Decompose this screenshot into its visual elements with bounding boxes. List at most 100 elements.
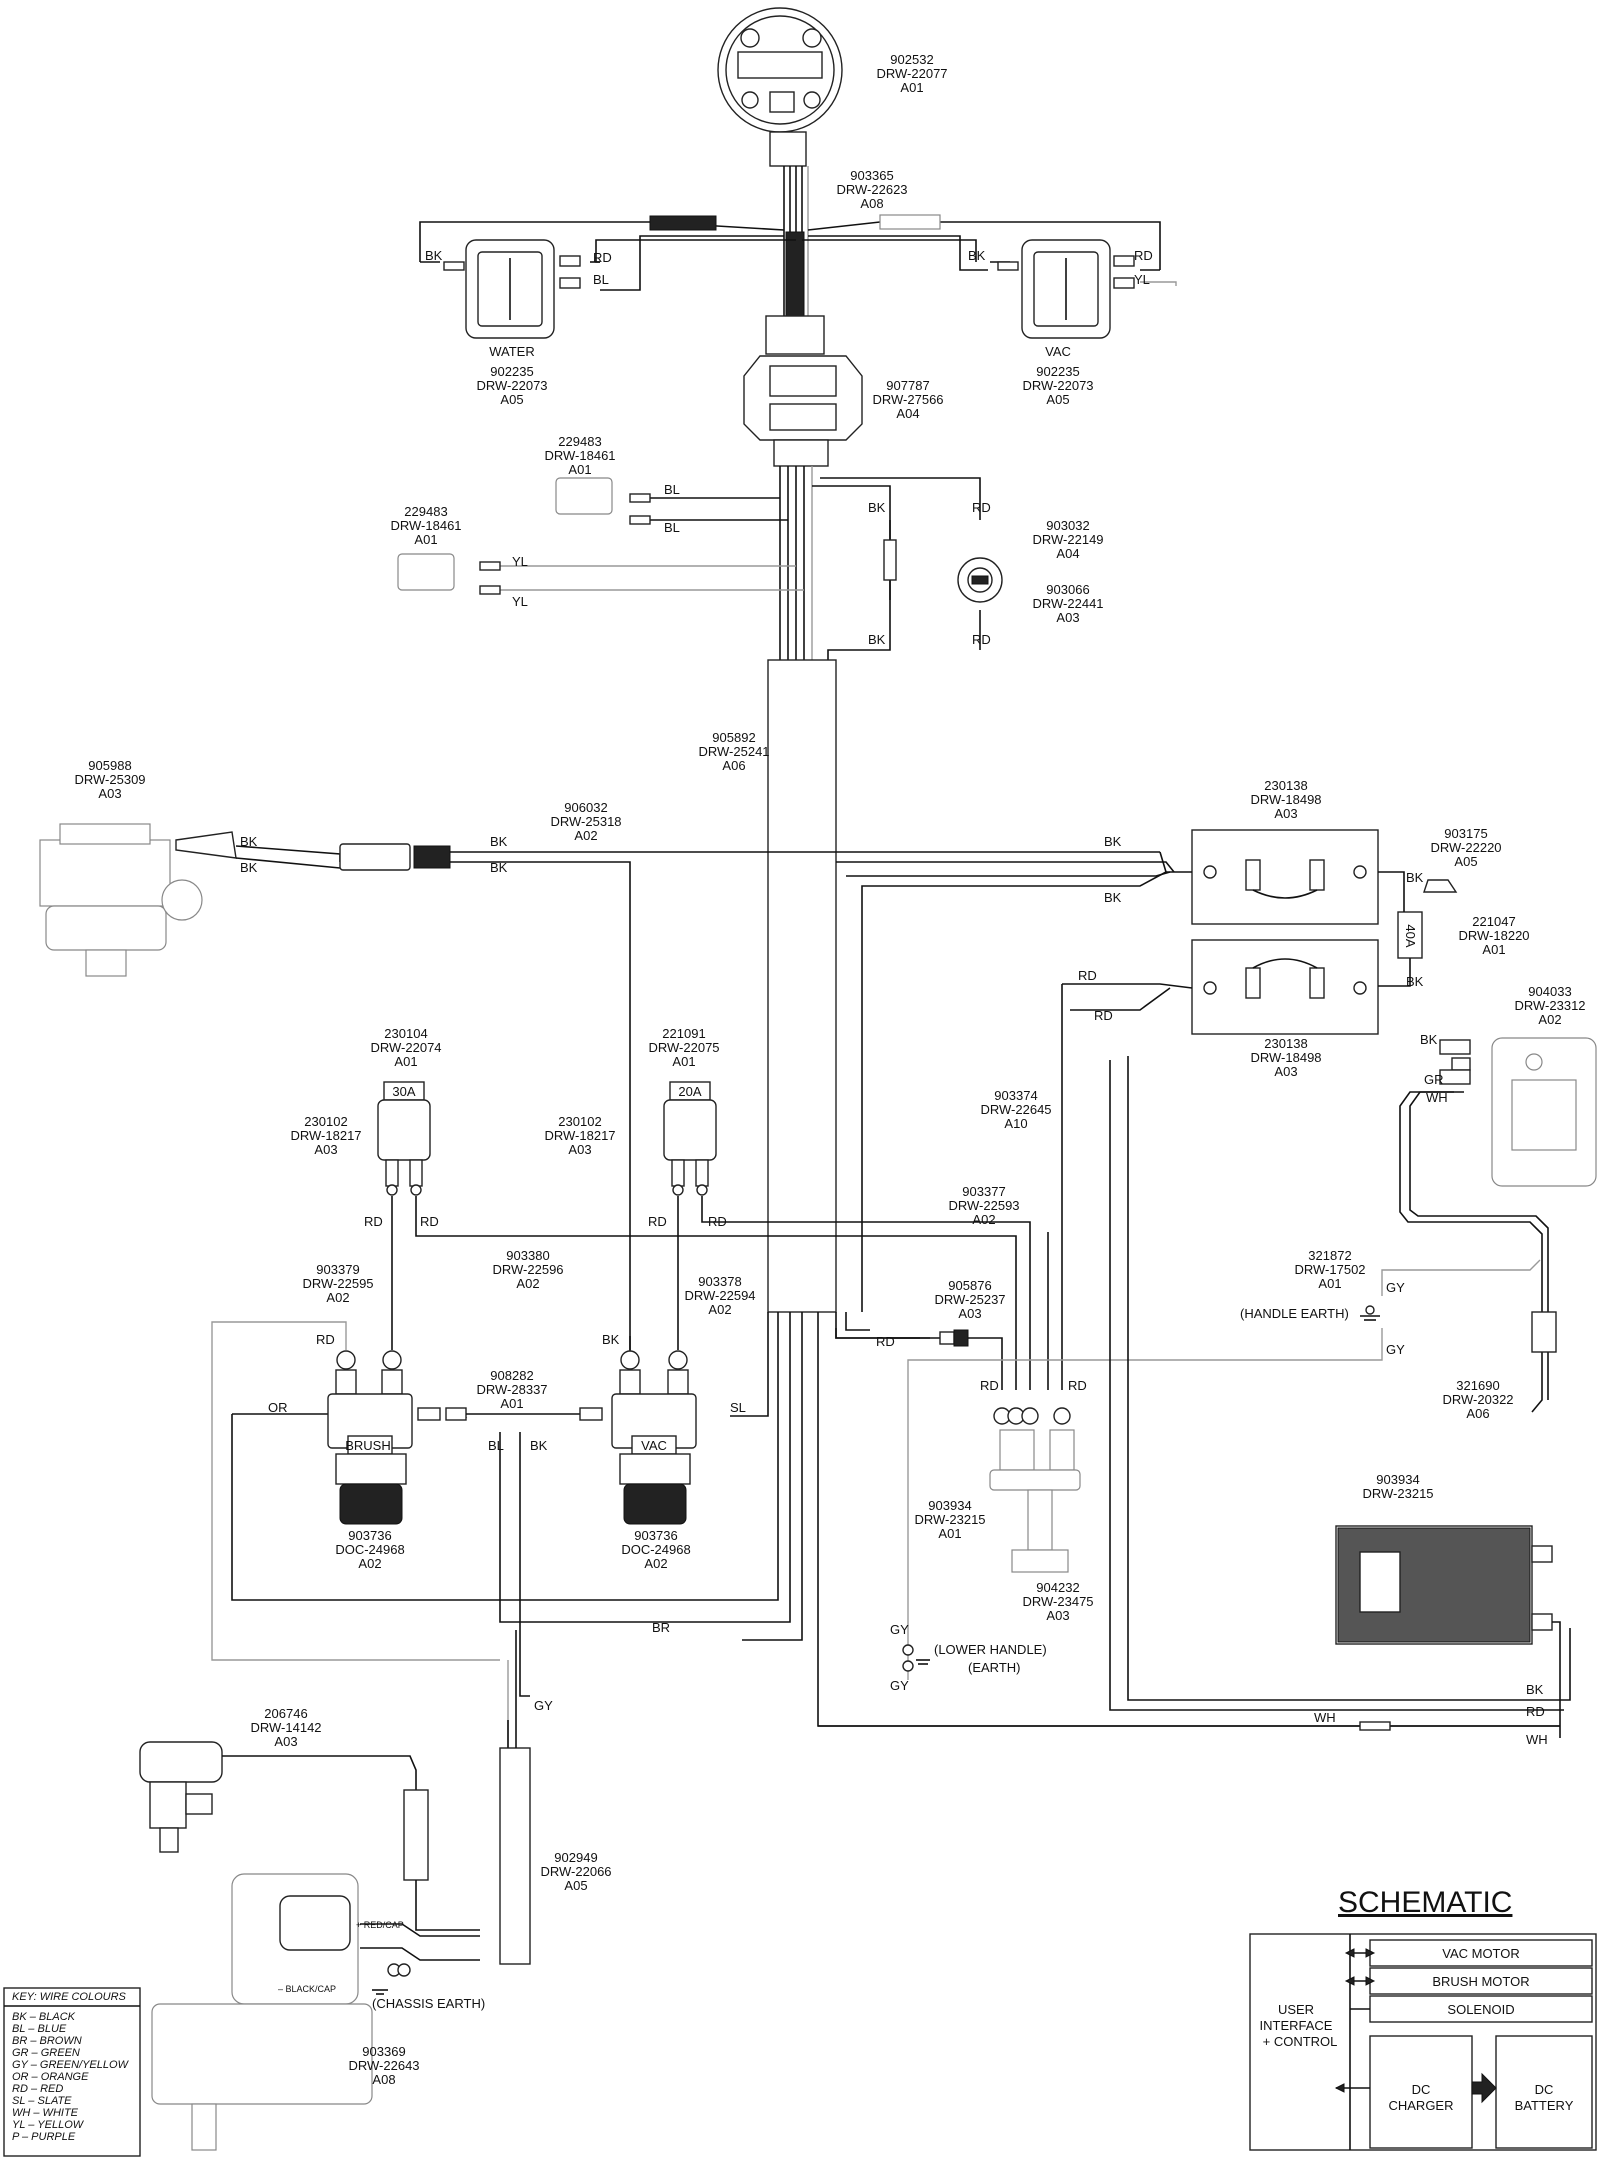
svg-text:903369: 903369 — [362, 2044, 405, 2059]
svg-text:DRW-22074: DRW-22074 — [370, 1040, 441, 1055]
svg-text:DRW-14142: DRW-14142 — [250, 1720, 321, 1735]
key-entry: OR – ORANGE — [12, 2071, 89, 2083]
wire-label-rd: RD — [1134, 248, 1153, 263]
battery-1 — [1191, 829, 1379, 925]
vac-motor-block: VAC MOTOR — [1442, 1946, 1520, 1961]
wire-label-rd: RD — [364, 1214, 383, 1229]
svg-text:903378: 903378 — [698, 1274, 741, 1289]
svg-text:904033: 904033 — [1528, 984, 1571, 999]
label-brush-relay: 903736 DOC-24968 A02 — [335, 1528, 404, 1571]
wire-label-bk: BK — [1420, 1032, 1438, 1047]
wire-label-bk: BK — [1406, 974, 1424, 989]
battery-2 — [1191, 939, 1379, 1035]
svg-text:DRW-22073: DRW-22073 — [476, 378, 547, 393]
svg-text:904232: 904232 — [1036, 1580, 1079, 1595]
brush-relay: BRUSH — [327, 1350, 413, 1525]
schematic-block: SCHEMATIC USER INTERFACE + CONTROL VAC M… — [1249, 1886, 1597, 2151]
wire-label-yl: YL — [512, 554, 528, 569]
svg-text:DRW-22596: DRW-22596 — [492, 1262, 563, 1277]
vac-motor-harness — [235, 843, 1160, 1360]
label-battery-1: 230138 DRW-18498 A03 — [1250, 778, 1321, 821]
svg-text:A05: A05 — [500, 392, 523, 407]
wire-label-rd: RD — [980, 1378, 999, 1393]
svg-text:903380: 903380 — [506, 1248, 549, 1263]
wire-label-rd: RD — [420, 1214, 439, 1229]
label-fuse-holder-2: 221091 DRW-22075 A01 — [648, 1026, 719, 1069]
main-relay — [989, 1407, 1081, 1573]
svg-text:906032: 906032 — [564, 800, 607, 815]
control-module — [743, 355, 863, 467]
label-harness-903379: 903379 DRW-22595 A02 — [302, 1262, 373, 1305]
wire-label-rd: RD — [593, 250, 612, 265]
svg-text:A06: A06 — [1466, 1406, 1489, 1421]
water-switch[interactable] — [443, 239, 581, 339]
fuse-holder-2: 20A — [663, 1081, 717, 1196]
wire-label-bk: BK — [1104, 890, 1122, 905]
earth-label: (EARTH) — [968, 1660, 1020, 1675]
svg-text:321690: 321690 — [1456, 1378, 1499, 1393]
wire-label-rd: RD — [1526, 1704, 1545, 1719]
svg-text:A01: A01 — [672, 1054, 695, 1069]
svg-text:A01: A01 — [1318, 1276, 1341, 1291]
svg-text:903032: 903032 — [1046, 518, 1089, 533]
svg-text:DRW-22595: DRW-22595 — [302, 1276, 373, 1291]
wire-label-wh: WH — [1426, 1090, 1448, 1105]
wire-label-rd: RD — [1078, 968, 1097, 983]
wire-label-bk: BK — [1526, 1682, 1544, 1697]
svg-text:230102: 230102 — [558, 1114, 601, 1129]
svg-text:A02: A02 — [326, 1290, 349, 1305]
svg-text:321872: 321872 — [1308, 1248, 1351, 1263]
label-brush-motor: 903369 DRW-22643 A08 — [348, 2044, 419, 2087]
svg-text:DRW-22594: DRW-22594 — [684, 1288, 755, 1303]
label-charger-socket: 904033 DRW-23312 A02 — [1514, 984, 1585, 1027]
battery-wires — [836, 851, 1193, 1312]
label-vac-switch: VAC 902235 DRW-22073 A05 — [1022, 344, 1093, 407]
label-harness-903377: 903377 DRW-22593 A02 — [948, 1184, 1019, 1227]
svg-text:A02: A02 — [1538, 1012, 1561, 1027]
svg-text:A05: A05 — [1046, 392, 1069, 407]
diode-lead — [835, 1328, 1003, 1390]
svg-text:903365: 903365 — [850, 168, 893, 183]
svg-text:DRW-22645: DRW-22645 — [980, 1102, 1051, 1117]
svg-text:DRW-27566: DRW-27566 — [872, 392, 943, 407]
lower-handle-earth — [902, 1640, 930, 1680]
key-entry: SL – SLATE — [12, 2095, 72, 2107]
wire-label-bl: BL — [593, 272, 609, 287]
vac-motor — [39, 823, 237, 977]
wire-label-rd: RD — [972, 632, 991, 647]
wire-colour-key: KEY: WIRE COLOURS BK – BLACK BL – BLUE B… — [3, 1987, 141, 2157]
wire-label-rd: RD — [1094, 1008, 1113, 1023]
svg-text:DRW-23312: DRW-23312 — [1514, 998, 1585, 1013]
svg-text:DRW-22066: DRW-22066 — [540, 1864, 611, 1879]
svg-text:903066: 903066 — [1046, 582, 1089, 597]
label-charger-main: DRW-23215 — [1362, 1486, 1433, 1501]
svg-text:230102: 230102 — [304, 1114, 347, 1129]
svg-text:A04: A04 — [896, 406, 919, 421]
svg-text:206746: 206746 — [264, 1706, 307, 1721]
svg-text:A08: A08 — [372, 2072, 395, 2087]
wire-label-bk: BK — [1104, 834, 1122, 849]
svg-text:WATER: WATER — [489, 344, 535, 359]
wire-label-bk: BK — [1406, 870, 1424, 885]
svg-text:903736: 903736 — [348, 1528, 391, 1543]
svg-text:DRW-18498: DRW-18498 — [1250, 792, 1321, 807]
key-entry: YL – YELLOW — [12, 2119, 85, 2131]
wire-label-rd: RD — [1068, 1378, 1087, 1393]
label-control-module: 907787 DRW-27566 A04 — [872, 378, 943, 421]
label-vac-relay: 903736 DOC-24968 A02 — [621, 1528, 690, 1571]
svg-text:903934: 903934 — [1376, 1472, 1419, 1487]
svg-text:A03: A03 — [568, 1142, 591, 1157]
microswitch-1 — [555, 477, 651, 525]
wire-label-bk: BK — [530, 1438, 548, 1453]
label-battery-link: 903175 DRW-22220 A05 — [1430, 826, 1501, 869]
svg-text:DRW-22220: DRW-22220 — [1430, 840, 1501, 855]
svg-text:DRW-18498: DRW-18498 — [1250, 1050, 1321, 1065]
vac-switch[interactable] — [997, 239, 1135, 339]
svg-text:30A: 30A — [392, 1084, 415, 1099]
key-switch[interactable] — [957, 557, 1003, 603]
svg-text:A04: A04 — [1056, 546, 1079, 561]
ui-line: + CONTROL — [1263, 2034, 1338, 2049]
svg-text:VAC: VAC — [641, 1438, 667, 1453]
svg-text:DRW-22643: DRW-22643 — [348, 2058, 419, 2073]
link-harness — [417, 1407, 603, 1421]
